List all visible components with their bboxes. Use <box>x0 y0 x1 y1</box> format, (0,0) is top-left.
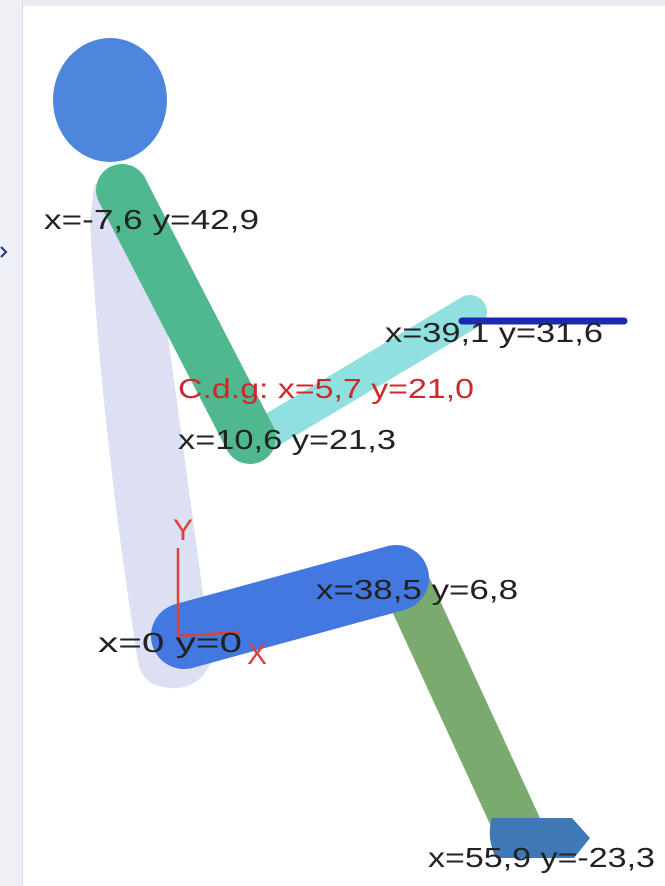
upper-arm-segment <box>96 164 276 464</box>
shin-segment <box>381 558 544 856</box>
knee-coordinate-label: x=38,5 y=6,8 <box>316 574 518 605</box>
top-window-edge <box>0 0 665 6</box>
torso-segment <box>90 169 212 689</box>
arrow-right-icon <box>0 246 8 258</box>
head-circle <box>53 38 167 162</box>
origin-coordinate-label: x=0 y=0 <box>98 627 242 658</box>
y-axis-label: Y <box>173 514 193 547</box>
foot-segment <box>489 818 590 858</box>
center-of-gravity-label: C.d.g: x=5,7 y=21,0 <box>178 373 474 404</box>
thigh-segment <box>151 545 429 669</box>
head-neck-coordinate-label: x=-7,6 y=42,9 <box>44 204 259 235</box>
left-panel-edge <box>0 0 23 886</box>
forearm-segment <box>238 295 487 457</box>
hand-coordinate-label: x=39,1 y=31,6 <box>385 317 603 348</box>
x-axis-line <box>177 630 241 638</box>
elbow-coordinate-label: x=10,6 y=21,3 <box>178 424 396 455</box>
x-axis-label: X <box>247 638 267 671</box>
foot-coordinate-label: x=55,9 y=-23,3 <box>428 842 655 873</box>
